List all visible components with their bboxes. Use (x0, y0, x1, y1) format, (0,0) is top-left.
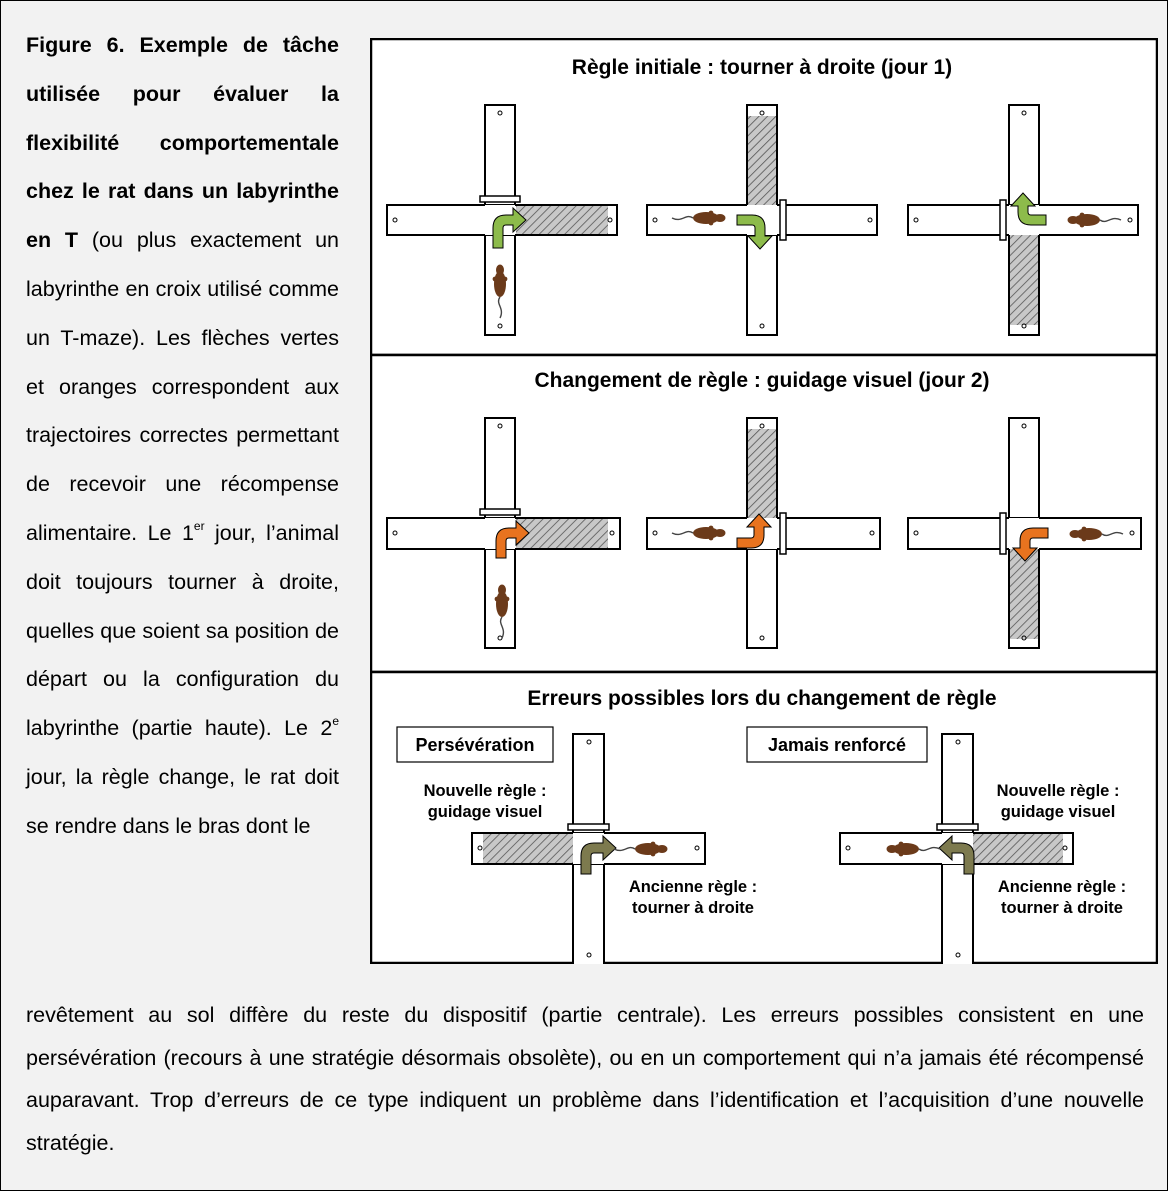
old-rule-label: Ancienne règle : (998, 878, 1126, 896)
caption-text: jour, la règle change, le rat doit se re… (26, 764, 339, 838)
panel-possible-errors (370, 670, 1158, 964)
maze-1-1 (386, 104, 618, 336)
green-arrow (492, 206, 527, 249)
maze-figure: Règle initiale : tourner à droite (jour … (370, 38, 1158, 964)
superscript-e: e (332, 714, 339, 728)
panel-title: Changement de règle : guidage visuel (jo… (534, 369, 989, 392)
olive-arrow (580, 834, 617, 875)
never-reinforced-label: Jamais renforcé (768, 735, 906, 755)
label-box-never-reinforced (746, 726, 928, 763)
green-arrow (1009, 192, 1047, 226)
new-rule-label: guidage visuel (428, 803, 543, 821)
figure-caption: Figure 6. Exemple de tâche utilisée pour… (26, 21, 339, 851)
superscript-er: er (193, 518, 205, 533)
orange-arrow (495, 519, 530, 559)
old-rule-label: tourner à droite (632, 899, 754, 917)
new-rule-label: Nouvelle règle : (997, 782, 1120, 800)
figure-caption-continuation: revêtement au sol diffère du reste du di… (26, 1003, 1144, 1155)
panel-title: Erreurs possibles lors du changement de … (527, 687, 996, 710)
green-arrow (736, 214, 774, 250)
old-rule-label: tourner à droite (1001, 899, 1123, 917)
orange-arrow (1011, 527, 1049, 562)
orange-arrow (736, 513, 773, 549)
new-rule-label: guidage visuel (1001, 803, 1116, 821)
olive-arrow (938, 834, 975, 875)
panel-title: Règle initiale : tourner à droite (jour … (572, 56, 952, 79)
new-rule-label: Nouvelle règle : (424, 782, 547, 800)
maze-1-2 (646, 104, 878, 336)
caption-text: jour, l’animal doit toujours tourner à d… (26, 520, 339, 741)
perseveration-label: Persévération (415, 735, 534, 755)
old-rule-label: Ancienne règle : (629, 878, 757, 896)
caption-text: (ou plus exactement un labyrinthe en cro… (26, 228, 339, 545)
figure-label: Figure 6. Exemple de tâche utilisée pour… (26, 33, 339, 253)
label-box-perseveration (396, 726, 554, 763)
